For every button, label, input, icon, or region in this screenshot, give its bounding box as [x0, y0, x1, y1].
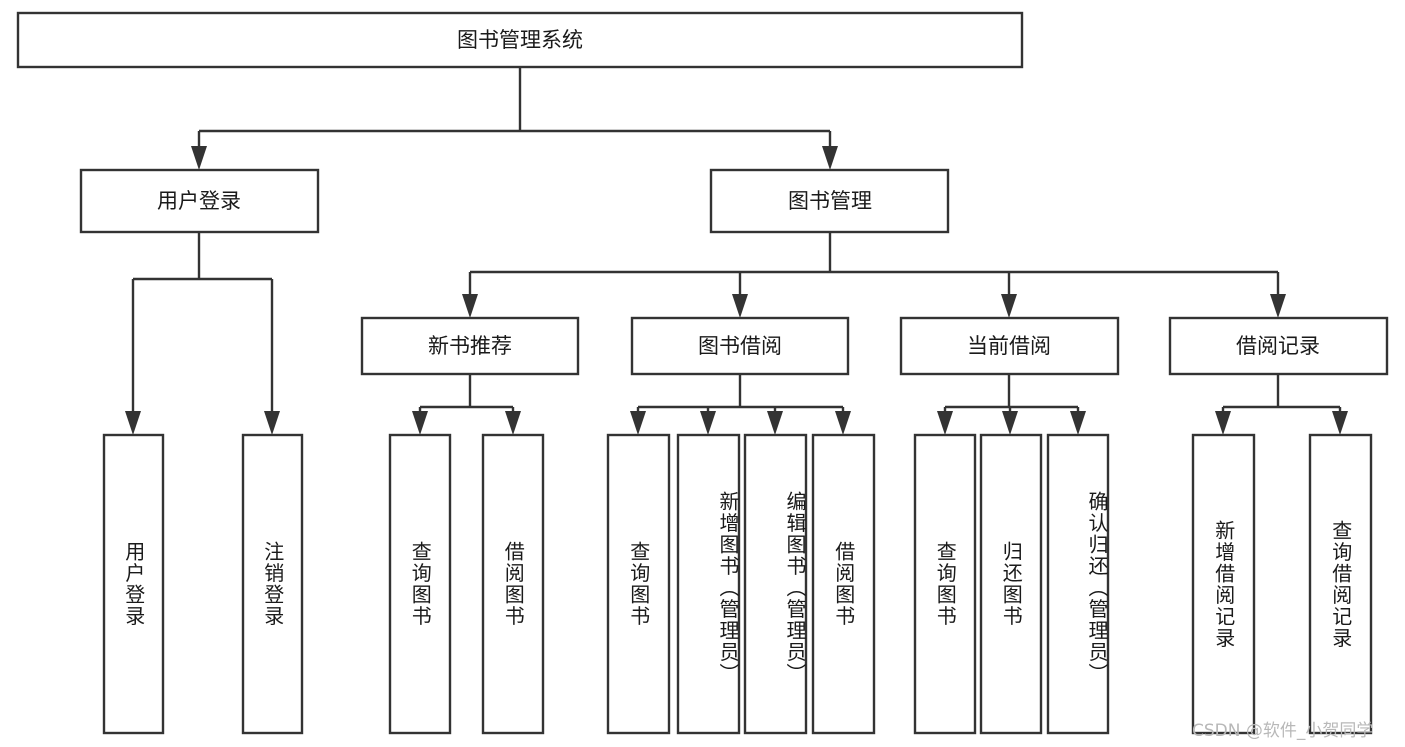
node-box-leaf-edit-book-admin[interactable]	[743, 433, 808, 735]
node-box-book-borrow[interactable]	[630, 316, 850, 376]
node-borrow-record[interactable]: 借阅记录	[1168, 316, 1389, 376]
arrow-head-leaf-query-book-1	[412, 411, 428, 435]
node-book-borrow[interactable]: 图书借阅	[630, 316, 850, 376]
node-box-leaf-add-borrow-record[interactable]	[1191, 433, 1256, 735]
node-label-borrow-record: 借阅记录	[1236, 334, 1320, 358]
node-box-leaf-query-book-3[interactable]	[913, 433, 977, 735]
node-current-borrow[interactable]: 当前借阅	[899, 316, 1120, 376]
arrow-head-book-borrow	[732, 294, 748, 318]
node-box-leaf-confirm-return-admin[interactable]	[1046, 433, 1110, 735]
arrow-head-leaf-query-book-3	[937, 411, 953, 435]
arrow-head-leaf-confirm-return-admin	[1070, 411, 1086, 435]
arrow-head-user-login	[191, 146, 207, 170]
arrow-head-leaf-query-borrow-record	[1332, 411, 1348, 435]
arrow-head-leaf-query-book-2	[630, 411, 646, 435]
node-label-root: 图书管理系统	[457, 28, 583, 52]
node-label-current-borrow: 当前借阅	[967, 334, 1051, 358]
node-label-book-borrow: 图书借阅	[698, 334, 782, 358]
node-label-book-management: 图书管理	[788, 189, 872, 213]
arrow-head-leaf-logout-login	[264, 411, 280, 435]
arrow-head-leaf-user-login	[125, 411, 141, 435]
connector-group-book-borrow	[630, 374, 851, 435]
node-user-login[interactable]: 用户登录	[79, 168, 320, 234]
node-box-leaf-add-book-admin[interactable]	[676, 433, 741, 735]
connector-group-new-book-recommend	[412, 374, 521, 435]
node-box-leaf-query-borrow-record[interactable]	[1308, 433, 1373, 735]
arrow-head-leaf-add-book-admin	[700, 411, 716, 435]
node-box-leaf-user-login[interactable]	[102, 433, 165, 735]
connector-group-user-login	[125, 232, 280, 435]
csdn-watermark: CSDN @软件_小贺同学	[1192, 721, 1374, 741]
arrow-head-leaf-return-book	[1002, 411, 1018, 435]
arrow-head-leaf-borrow-book-1	[505, 411, 521, 435]
node-box-user-login[interactable]	[79, 168, 320, 234]
node-box-root[interactable]	[16, 11, 1024, 69]
node-box-leaf-logout-login[interactable]	[241, 433, 304, 735]
connector-group-borrow-record	[1215, 374, 1348, 435]
node-box-borrow-record[interactable]	[1168, 316, 1389, 376]
node-label-new-book-recommend: 新书推荐	[428, 334, 512, 358]
arrow-head-book-management	[822, 146, 838, 170]
arrow-head-new-book-recommend	[462, 294, 478, 318]
node-root-book-management-system[interactable]: 图书管理系统	[16, 11, 1024, 69]
connector-group-book-management	[462, 232, 1286, 318]
arrow-head-leaf-borrow-book-2	[835, 411, 851, 435]
node-new-book-recommend[interactable]: 新书推荐	[360, 316, 580, 376]
node-box-current-borrow[interactable]	[899, 316, 1120, 376]
node-book-management[interactable]: 图书管理	[709, 168, 950, 234]
node-label-user-login: 用户登录	[157, 189, 241, 213]
node-box-new-book-recommend[interactable]	[360, 316, 580, 376]
node-box-leaf-query-book-2[interactable]	[606, 433, 671, 735]
node-box-leaf-return-book[interactable]	[979, 433, 1043, 735]
node-box-leaf-query-book-1[interactable]	[388, 433, 452, 735]
node-box-leaf-borrow-book-2[interactable]	[811, 433, 876, 735]
arrow-head-current-borrow	[1001, 294, 1017, 318]
connector-group-current-borrow	[937, 374, 1086, 435]
node-box-leaf-borrow-book-1[interactable]	[481, 433, 545, 735]
node-box-book-management[interactable]	[709, 168, 950, 234]
arrow-head-leaf-edit-book-admin	[767, 411, 783, 435]
arrow-head-borrow-record	[1270, 294, 1286, 318]
connector-group-root	[191, 67, 838, 170]
arrow-head-leaf-add-borrow-record	[1215, 411, 1231, 435]
